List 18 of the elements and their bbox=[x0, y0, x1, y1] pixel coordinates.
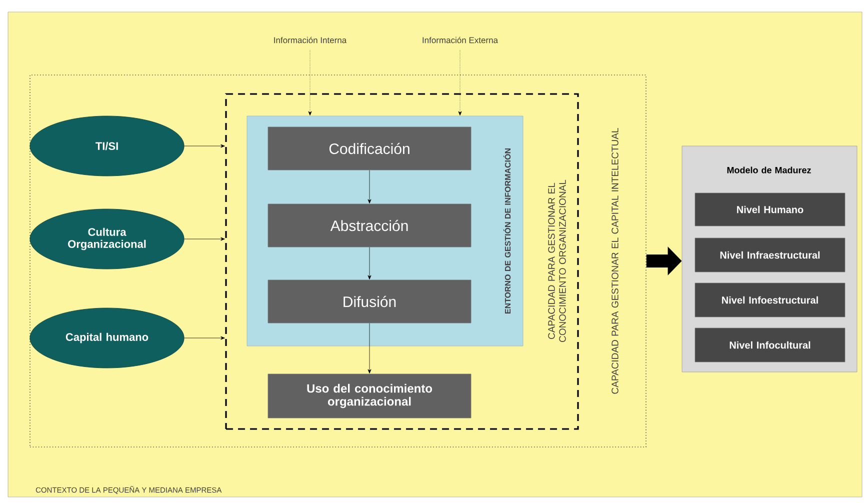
arrow bbox=[368, 323, 372, 374]
level-box: Nivel Infraestructural bbox=[694, 238, 846, 272]
arrow bbox=[308, 50, 312, 116]
level-box: Nivel Infocultural bbox=[694, 328, 846, 362]
input-label: Información Interna bbox=[274, 36, 347, 44]
arrow bbox=[184, 336, 225, 340]
arrow bbox=[368, 170, 372, 204]
process-box: Abstracción bbox=[268, 204, 472, 248]
input-label: Información Externa bbox=[422, 36, 498, 44]
arrow bbox=[184, 144, 225, 148]
arrow bbox=[184, 237, 225, 241]
level-box: Nivel Humano bbox=[694, 192, 846, 226]
arrow bbox=[368, 247, 372, 280]
process-box: Codificación bbox=[268, 126, 472, 170]
level-box: Nivel Infoestructural bbox=[694, 282, 846, 318]
arrow bbox=[458, 50, 462, 116]
process-box: Difusión bbox=[268, 280, 472, 324]
process-box: Uso del conocimiento organizacional bbox=[268, 374, 472, 418]
